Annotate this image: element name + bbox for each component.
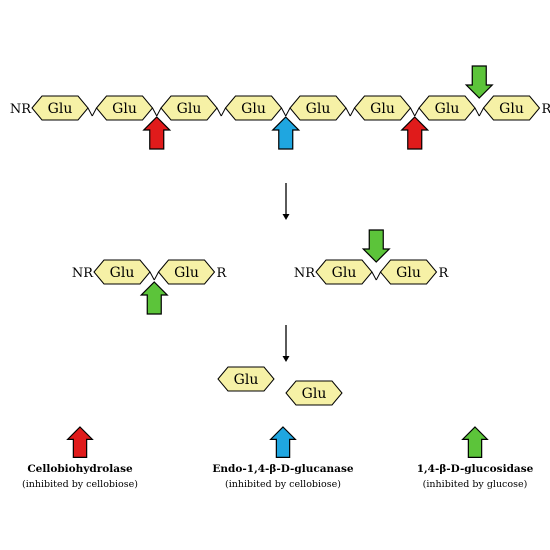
cellobiose-left-glucose-unit-2: Glu: [157, 259, 216, 285]
glycosidic-bond: [153, 271, 159, 281]
glu-label: Glu: [370, 101, 395, 117]
glycosidic-bond: [87, 107, 93, 117]
glu-label: Glu: [332, 265, 357, 281]
reducing-end-label: R: [439, 266, 450, 281]
legend-arrow-3: [461, 426, 489, 458]
glycosidic-bond: [281, 107, 287, 117]
glucose-hexagon: [418, 95, 476, 121]
non-reducing-end-label: NR: [10, 102, 32, 117]
non-reducing-end-label: NR: [72, 266, 94, 281]
glu-label: Glu: [396, 265, 421, 281]
chain-glucose-unit-7: Glu: [418, 95, 476, 121]
glycosidic-bond: [220, 107, 226, 117]
glucose-hexagon: [289, 95, 347, 121]
glycosidic-bond: [91, 107, 97, 117]
glycosidic-bond: [371, 271, 377, 281]
legend-inhibitor-note: (inhibited by cellobiose): [22, 479, 138, 490]
reducing-end-label: R: [217, 266, 228, 281]
glycosidic-bond: [345, 107, 351, 117]
chain-glucose-unit-5: Glu: [289, 95, 347, 121]
cellobiohydrolase-cut-arrow: [400, 116, 430, 150]
glu-label: Glu: [306, 101, 331, 117]
glu-label: Glu: [499, 101, 524, 117]
glycosidic-bond: [474, 107, 480, 117]
legend-inhibitor-note: (inhibited by glucose): [423, 479, 528, 490]
glu-label: Glu: [48, 101, 73, 117]
cellobiose-right-glucose-unit-2: Glu: [379, 259, 438, 285]
glucose-hexagon: [217, 366, 275, 392]
glucose-hexagon: [482, 95, 541, 121]
chain-glucose-unit-4: Glu: [224, 95, 283, 121]
legend-enzyme-name: Endo-1,4-β-D-glucanase: [212, 463, 353, 475]
glucose-hexagon: [379, 259, 438, 285]
glu-label: Glu: [234, 372, 259, 388]
glycosidic-bond: [152, 107, 158, 117]
glucose-hexagon: [224, 95, 283, 121]
glucose-hexagon: [93, 259, 151, 285]
reducing-end-label: R: [542, 102, 550, 117]
glycosidic-bond: [149, 271, 155, 281]
glucose-hexagon: [353, 95, 412, 121]
glu-label: Glu: [174, 265, 199, 281]
glycosidic-bond: [410, 107, 416, 117]
free-glucose-1: Glu: [217, 366, 275, 392]
glucosidase-cut-arrow: [464, 65, 494, 99]
glucosidase-cut-arrow: [361, 229, 391, 263]
glucose-hexagon: [95, 95, 154, 121]
glycosidic-bond: [285, 107, 291, 117]
non-reducing-end-label: NR: [294, 266, 316, 281]
glycosidic-bond: [478, 107, 484, 117]
cellobiose-right-glucose-unit-1: Glu: [315, 259, 373, 285]
chain-glucose-unit-8: Glu: [482, 95, 541, 121]
glucosidase-cut-arrow: [139, 281, 169, 315]
free-glucose-2: Glu: [285, 380, 343, 406]
legend-arrow-1: [66, 426, 94, 458]
cellobiose-left-glucose-unit-1: Glu: [93, 259, 151, 285]
glu-label: Glu: [177, 101, 202, 117]
legend-enzyme-name: Cellobiohydrolase: [27, 463, 133, 475]
glu-label: Glu: [112, 101, 137, 117]
chain-glucose-unit-1: Glu: [31, 95, 89, 121]
legend-enzyme-name: 1,4-β-D-glucosidase: [417, 463, 534, 475]
cellobiohydrolase-cut-arrow: [142, 116, 172, 150]
glycosidic-bond: [216, 107, 222, 117]
endoglucanase-cut-arrow: [271, 116, 301, 150]
glu-label: Glu: [110, 265, 135, 281]
reaction-arrow-1-head: [282, 214, 290, 220]
glycosidic-bond: [375, 271, 381, 281]
chain-glucose-unit-2: Glu: [95, 95, 154, 121]
glucose-hexagon: [315, 259, 373, 285]
glu-label: Glu: [241, 101, 266, 117]
glycosidic-bond: [156, 107, 162, 117]
glucose-hexagon: [285, 380, 343, 406]
glucose-hexagon: [157, 259, 216, 285]
glycosidic-bond: [414, 107, 420, 117]
legend-inhibitor-note: (inhibited by cellobiose): [225, 479, 341, 490]
glucose-hexagon: [31, 95, 89, 121]
reaction-arrow-2-head: [282, 356, 290, 362]
glucose-hexagon: [160, 95, 218, 121]
glu-label: Glu: [435, 101, 460, 117]
chain-glucose-unit-6: Glu: [353, 95, 412, 121]
glu-label: Glu: [302, 386, 327, 402]
glycosidic-bond: [349, 107, 355, 117]
chain-glucose-unit-3: Glu: [160, 95, 218, 121]
legend-arrow-2: [269, 426, 297, 458]
